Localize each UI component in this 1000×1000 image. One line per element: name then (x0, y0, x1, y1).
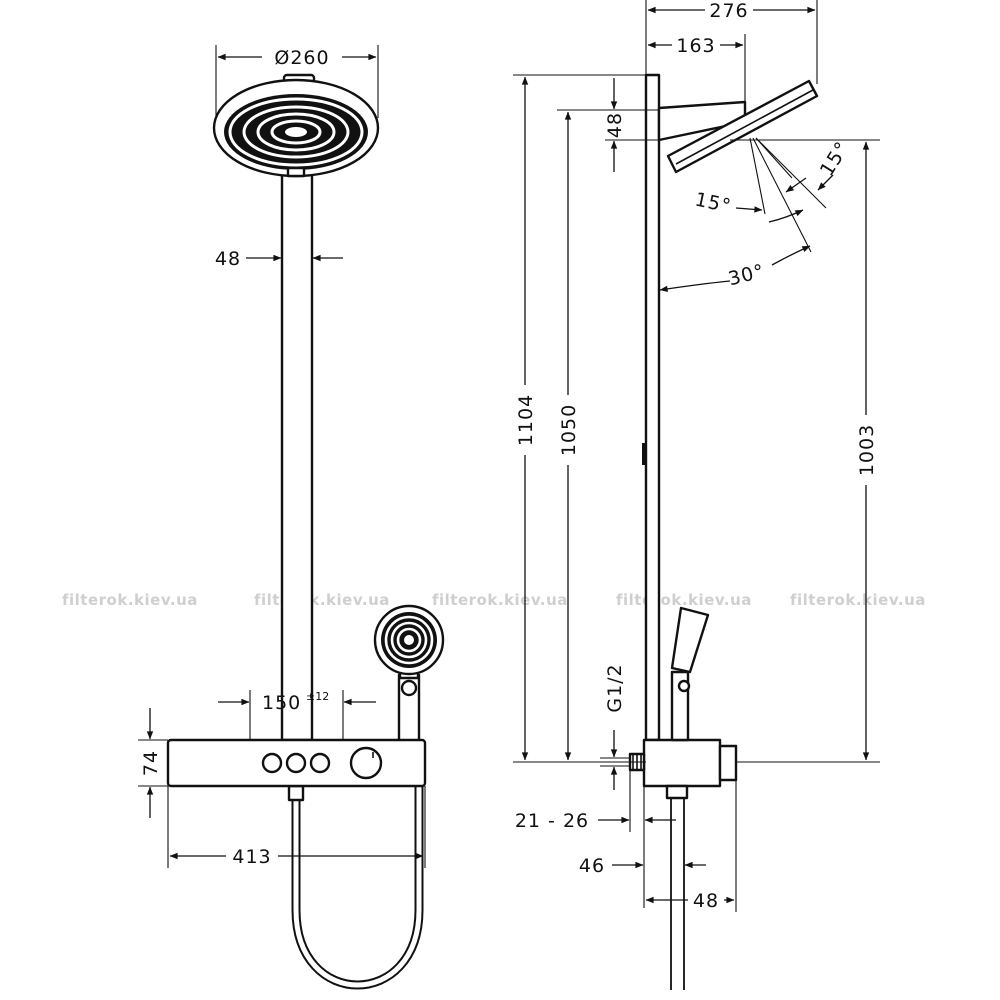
hand-shower-head (373, 604, 445, 680)
holder-knob (400, 679, 418, 697)
watermark-3: filterok.kiev.ua (432, 591, 568, 609)
function-button-2 (285, 752, 307, 774)
dim-thermostat-height: 74 (140, 750, 162, 776)
side-hose (670, 790, 685, 990)
side-body (642, 738, 722, 788)
dim-angle-tilt-a: 15° (693, 189, 733, 218)
dim-connection: G1/2 (604, 663, 626, 712)
dim-pipe-width: 48 (215, 248, 241, 270)
hose-connector (287, 784, 305, 802)
dim-head-diameter: Ø260 (274, 47, 329, 69)
function-button-3 (309, 752, 331, 774)
dim-wall-distance: 21 - 26 (515, 810, 589, 832)
watermark-1: filterok.kiev.ua (62, 591, 198, 609)
side-view (628, 73, 819, 990)
dim-body-width: 48 (693, 890, 719, 912)
front-view (166, 73, 445, 990)
dim-body-depth: 46 (579, 855, 605, 877)
dim-arm-reach: 163 (676, 35, 715, 57)
dim-button-spacing: 150 (262, 692, 301, 714)
side-dimensions: 276 163 48 1104 1050 1003 G1/2 (513, 0, 880, 912)
dim-head-reach: 276 (709, 0, 748, 22)
watermark-5: filterok.kiev.ua (790, 591, 926, 609)
dim-total-height: 1104 (515, 394, 537, 446)
head-joint (286, 166, 306, 178)
dim-angle-tilt-b: 15° (816, 137, 854, 180)
dim-angle-swivel: 30° (726, 260, 767, 290)
front-dimensions: Ø260 48 150 ±12 74 413 (138, 45, 426, 868)
shower-pipe (280, 168, 314, 742)
side-hose-connector (665, 784, 689, 800)
temperature-knob (349, 746, 383, 780)
overhead-head-side (666, 79, 819, 174)
dim-button-spacing-tolerance: ±12 (306, 690, 329, 703)
watermark-row: filterok.kiev.ua filterok.kiev.ua filter… (62, 591, 926, 609)
overhead-shower-head (212, 78, 380, 178)
dim-arm-thickness: 48 (604, 112, 626, 138)
rail-clip (642, 443, 647, 465)
function-button-1 (261, 752, 283, 774)
watermark-2: filterok.kiev.ua (254, 591, 390, 609)
side-hand-shower (670, 606, 710, 674)
dim-head-height: 1003 (856, 424, 878, 476)
dim-thermostat-width: 413 (232, 846, 271, 868)
dim-arm-height: 1050 (558, 404, 580, 456)
hose (291, 786, 424, 990)
riser-rail (644, 73, 661, 742)
side-thermostat-knob (718, 744, 738, 782)
watermark-4: filterok.kiev.ua (616, 591, 752, 609)
